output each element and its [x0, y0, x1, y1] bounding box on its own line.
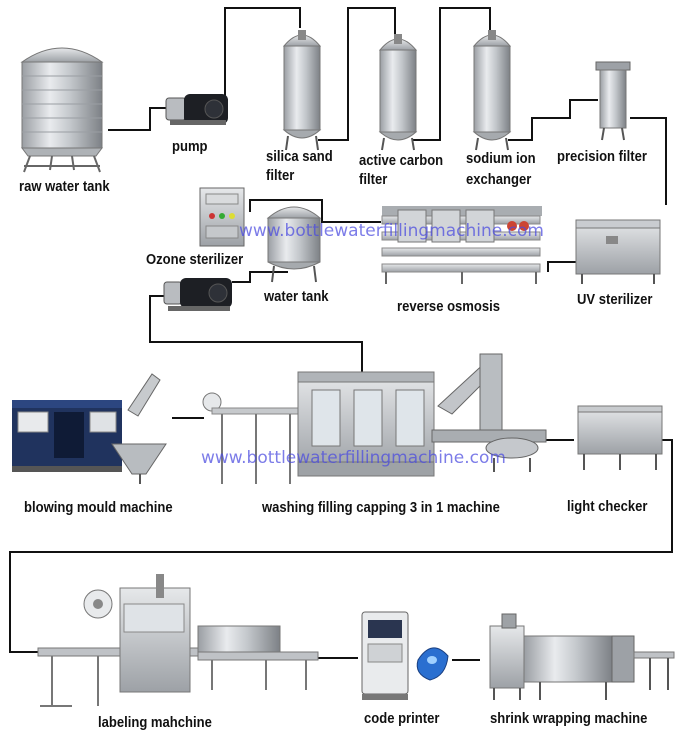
label-silica-sand-filter-line2: filter [266, 168, 295, 184]
washing-filling-capping-machine-icon [297, 353, 547, 477]
label-water-tank: water tank [264, 289, 329, 305]
uv-sterilizer-icon [575, 219, 661, 284]
label-active-carbon-filter-line1: active carbon [359, 153, 444, 169]
blowing-mould-machine-icon [12, 373, 167, 484]
reverse-osmosis-icon [381, 206, 542, 284]
water-tank-icon [266, 206, 322, 283]
label-pump: pump [172, 139, 208, 155]
ozone-sterilizer-icon [199, 187, 245, 247]
light-checker-icon [577, 405, 663, 470]
active-carbon-filter-icon [378, 34, 418, 151]
watermark-lower: www.bottlewaterfillingmachine.com [201, 448, 506, 468]
label-silica-sand-filter-line1: silica sand [266, 149, 333, 165]
raw-water-tank-icon [20, 47, 104, 173]
label-shrink-wrapping-machine: shrink wrapping machine [490, 711, 648, 727]
bottle-elevator [111, 373, 167, 484]
sodium-ion-exchanger-icon [472, 30, 512, 151]
label-uv-sterilizer: UV sterilizer [577, 292, 653, 308]
label-active-carbon-filter-line2: filter [359, 172, 388, 188]
label-sodium-ion-exchanger-line1: sodium ion [466, 151, 536, 167]
air-conveyor-icon [202, 392, 311, 484]
label-precision-filter: precision filter [557, 149, 647, 165]
pump-icon [165, 94, 228, 125]
pipe-network [9, 7, 673, 661]
lower-pump-icon [163, 278, 232, 311]
label-ozone-sterilizer: Ozone sterilizer [146, 252, 244, 268]
code-printer-icon [361, 611, 449, 700]
watermark-upper: www.bottlewaterfillingmachine.com [239, 221, 544, 241]
precision-filter-icon [595, 61, 631, 141]
shrink-wrapping-machine-icon [489, 613, 675, 700]
silica-sand-filter-icon [282, 30, 322, 151]
labeling-machine-icon [37, 574, 319, 707]
label-light-checker: light checker [567, 499, 648, 515]
cap-feeder-icon [431, 353, 547, 472]
label-labeling-machine: labeling mahchine [98, 715, 212, 731]
label-blowing-mould-machine: blowing mould machine [24, 500, 173, 516]
label-raw-water-tank: raw water tank [19, 179, 110, 195]
label-washing-filling-capping: washing filling capping 3 in 1 machine [262, 500, 500, 516]
label-code-printer: code printer [364, 711, 440, 727]
label-reverse-osmosis: reverse osmosis [397, 299, 501, 315]
label-sodium-ion-exchanger-line2: exchanger [466, 172, 532, 188]
